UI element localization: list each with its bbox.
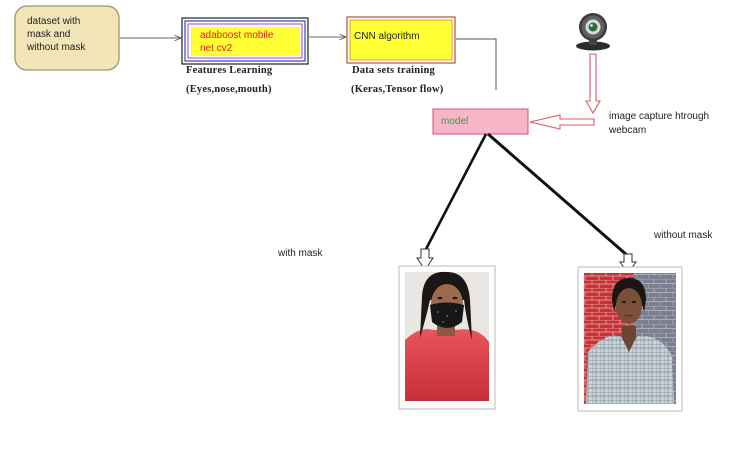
webcam-icon: [576, 13, 610, 51]
dataset-line-3: without mask: [26, 42, 86, 53]
svg-text:image capture htrough webc: image capture htrough webcam: [608, 111, 712, 136]
branch-without-mask: [487, 132, 629, 258]
with-mask-label: with mask: [277, 248, 323, 259]
dataset-line-1: dataset with: [27, 16, 80, 27]
model-label: model: [441, 116, 468, 127]
adaboost-line-1: adaboost mobile: [200, 30, 274, 41]
cnn-box: [349, 19, 453, 61]
features-caption-line-1: Features Learning: [186, 65, 273, 76]
arrow-capture-to-model: [529, 114, 595, 130]
webcam-caption-line-1: image capture htrough: [609, 111, 709, 122]
arrow-webcam-down: [585, 53, 601, 115]
cnn-node: CNN algorithm: [346, 16, 456, 64]
svg-text:adaboost mobile net cv2: adaboost mobile net cv2: [200, 30, 276, 54]
dataset-line-2: mask and: [27, 29, 70, 40]
dataset-box: [14, 5, 120, 71]
cnn-label: CNN algorithm: [354, 31, 420, 42]
dataset-node: dataset with mask and without mask: [14, 5, 120, 71]
model-box: [432, 108, 529, 135]
datasets-caption-line-2: (Keras,Tensor flow): [351, 84, 444, 95]
adaboost-box: [191, 27, 300, 56]
branch-with-mask: [423, 133, 488, 252]
adaboost-line-2: net cv2: [200, 43, 233, 54]
connector-cnn-right: [456, 38, 497, 90]
svg-text:dataset with mask and: dataset with mask and without mask: [26, 16, 86, 53]
datasets-caption-line-1: Data sets training: [352, 65, 435, 76]
person-without-mask-photo: [577, 266, 683, 412]
adaboost-node: adaboost mobile net cv2: [181, 17, 309, 65]
arrowhead-with-mask: [416, 248, 434, 271]
features-caption-line-2: (Eyes,nose,mouth): [186, 84, 272, 95]
person-with-mask-photo: [398, 265, 496, 410]
without-mask-label: without mask: [653, 230, 713, 241]
webcam-caption-line-2: webcam: [608, 125, 646, 136]
